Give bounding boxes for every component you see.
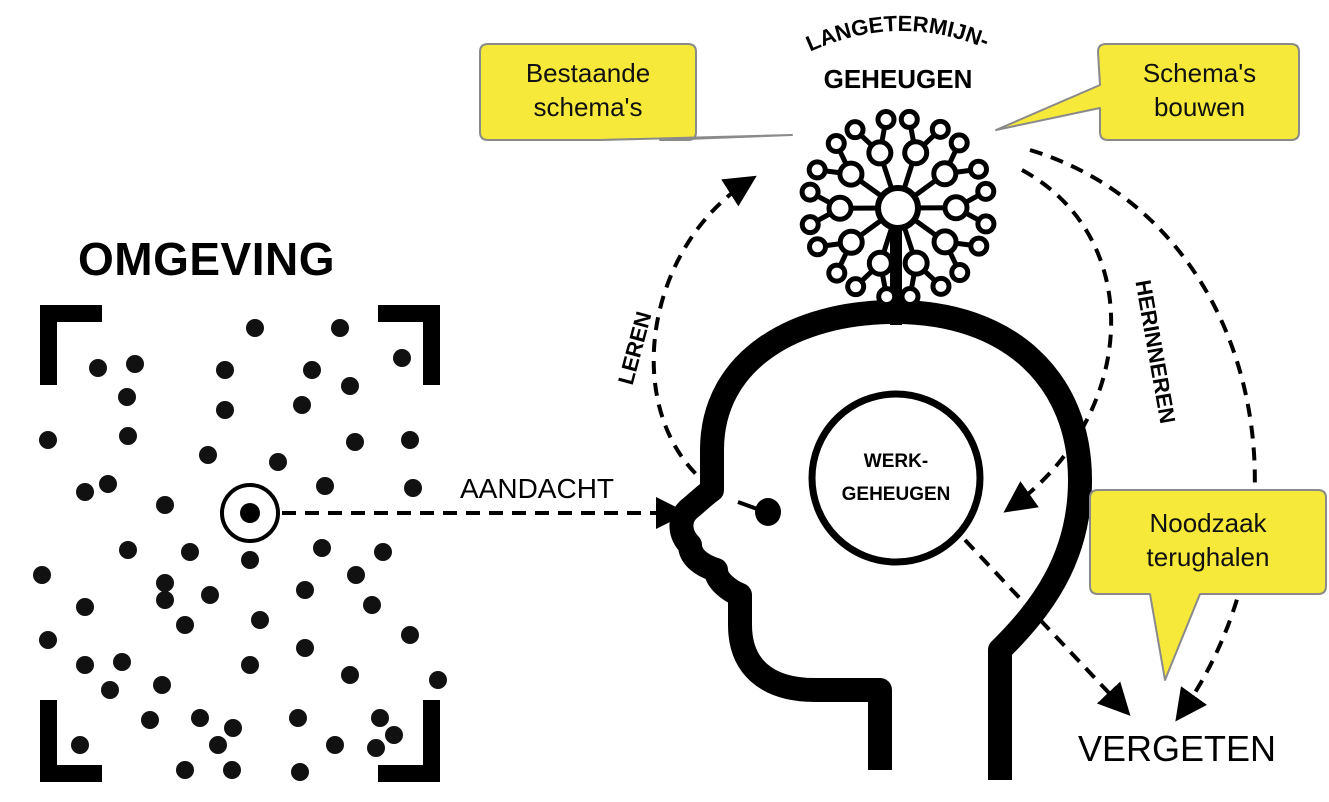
callout-existing-schemas xyxy=(479,43,793,141)
callout-retrieval-need xyxy=(1089,489,1327,681)
callout-building-schemas-text: Schema's bouwen xyxy=(1102,56,1297,124)
remembering-label: HERINNEREN xyxy=(1130,278,1180,426)
long-term-memory-network xyxy=(799,108,997,308)
callout-building-line1: Schema's xyxy=(1142,58,1257,88)
learning-arrow xyxy=(651,175,757,490)
ltm-title-line2: GEHEUGEN xyxy=(824,64,973,94)
callout-retrieval-need-text: Noodzaak terughalen xyxy=(1094,506,1322,574)
focused-stimulus xyxy=(220,483,280,543)
callout-building-schemas xyxy=(995,43,1300,141)
environment-label: OMGEVING xyxy=(78,233,336,285)
callout-retrieval-line2: terughalen xyxy=(1146,542,1270,572)
ltm-forgetting-arrow xyxy=(1029,148,1257,722)
network-stem xyxy=(890,225,902,325)
ltm-title-line1: LANGETERMIJN- xyxy=(802,11,993,57)
callout-retrieval-line1: Noodzaak xyxy=(1149,508,1267,538)
callout-building-line2: bouwen xyxy=(1153,92,1246,122)
environment-stimuli xyxy=(33,319,447,781)
head-outline xyxy=(669,300,1092,780)
attention-label: AANDACHT xyxy=(460,473,615,504)
eye xyxy=(755,498,781,526)
learning-label: LEREN xyxy=(613,309,656,387)
working-memory-line2: GEHEUGEN xyxy=(841,484,951,505)
working-memory-circle xyxy=(808,390,984,566)
remembering-arrow xyxy=(1003,168,1114,513)
wm-forgetting-arrow xyxy=(963,538,1131,716)
callout-existing-schemas-text: Bestaande schema's xyxy=(484,56,692,124)
working-memory-line1: WERK- xyxy=(863,451,929,472)
callout-existing-line2: schema's xyxy=(533,92,643,122)
callout-existing-line1: Bestaande xyxy=(525,58,651,88)
eye-line xyxy=(737,500,761,512)
environment-frame xyxy=(40,305,440,782)
forgetting-label: VERGETEN xyxy=(1078,728,1277,769)
working-memory-label: WERK- GEHEUGEN xyxy=(830,445,962,511)
